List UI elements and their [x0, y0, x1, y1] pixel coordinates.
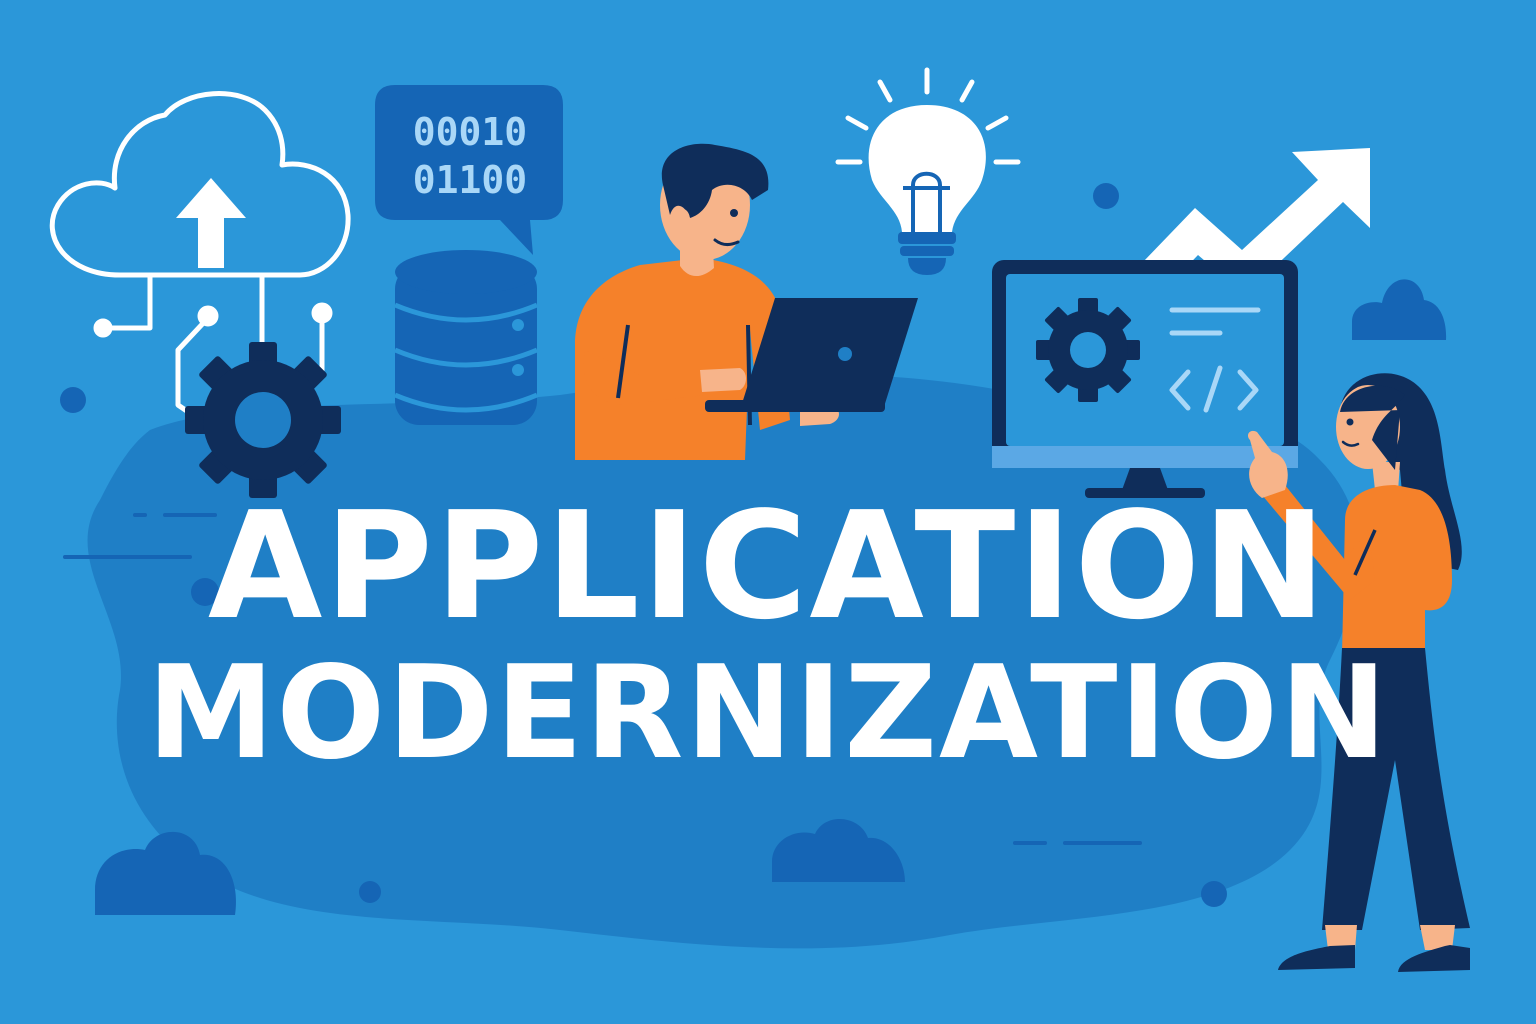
code-icon — [1169, 307, 1261, 413]
decorative-dashes — [63, 513, 1142, 845]
binary-row-2: 01100 — [413, 158, 527, 202]
gear-icon — [1036, 298, 1140, 402]
decorative-dots — [60, 183, 1227, 907]
binary-chat-bubble-icon — [375, 85, 563, 255]
upload-arrow-icon — [176, 178, 246, 268]
small-cloud-icon — [772, 819, 905, 882]
binary-row-1: 00010 — [413, 110, 527, 154]
small-cloud-icon — [95, 831, 236, 915]
headline-line-1: APPLICATION — [207, 480, 1329, 652]
database-icon — [394, 250, 538, 425]
woman-pointing — [1247, 373, 1470, 972]
small-cloud-icon — [1352, 279, 1447, 340]
gear-icon — [185, 342, 341, 498]
trend-arrow-icon — [1143, 148, 1370, 295]
lightbulb-icon — [835, 67, 1021, 275]
man-with-laptop — [575, 143, 918, 460]
background-blob — [87, 374, 1359, 949]
headline-line-2: MODERNIZATION — [147, 639, 1389, 788]
